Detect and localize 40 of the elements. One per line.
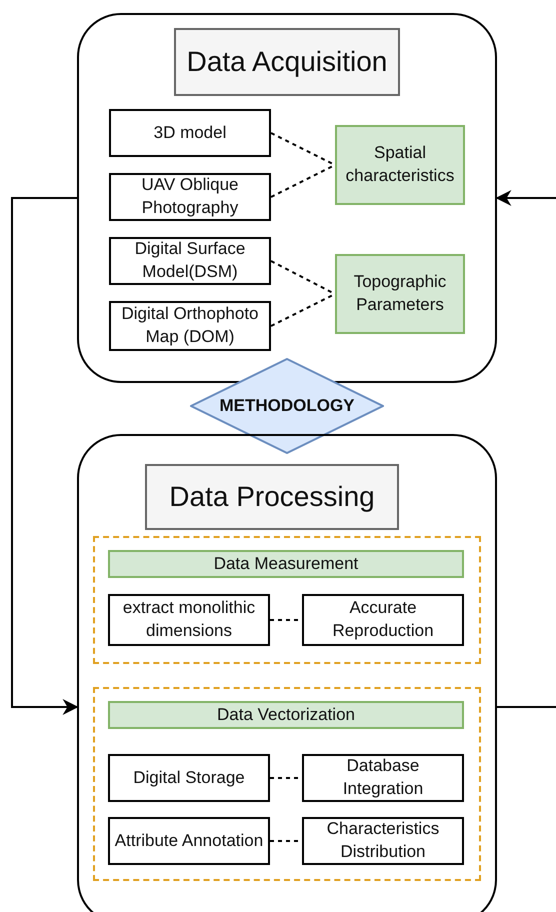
dashed-group xyxy=(93,536,481,664)
node-label: Data Acquisition xyxy=(186,45,388,80)
node-label: Digital Surface Model(DSM) xyxy=(134,238,246,283)
process-box xyxy=(108,754,270,802)
title-box xyxy=(174,28,400,96)
process-box xyxy=(302,754,464,802)
node-label: Attribute Annotation xyxy=(114,830,264,852)
node-label: Database Integration xyxy=(342,755,424,800)
node-label: Topographic Parameters xyxy=(352,271,448,316)
node-label: Spatial characteristics xyxy=(344,142,456,187)
rounded-panel xyxy=(77,13,497,383)
process-box xyxy=(109,173,271,221)
arrow xyxy=(495,190,556,708)
node-label: Digital Orthophoto Map (DOM) xyxy=(120,303,260,348)
node-label: Data Measurement xyxy=(212,552,360,575)
node-label: Data Vectorization xyxy=(216,704,356,726)
process-box xyxy=(108,594,270,646)
process-box xyxy=(109,237,271,285)
node-label: Characteristics Distribution xyxy=(326,818,440,863)
process-box xyxy=(109,301,271,351)
process-box xyxy=(302,817,464,865)
node-label: extract monolithic dimensions xyxy=(122,597,256,642)
node-label: Accurate Reproduction xyxy=(331,597,435,642)
section-header-bar xyxy=(108,550,464,578)
result-box xyxy=(335,254,465,334)
process-box xyxy=(109,109,271,157)
dashed-group xyxy=(93,687,481,881)
node-label: 3D model xyxy=(152,122,228,144)
section-header-bar xyxy=(108,701,464,729)
result-box xyxy=(335,125,465,205)
node-label: Data Processing xyxy=(168,480,376,514)
process-box xyxy=(108,817,270,865)
node-label: METHODOLOGY xyxy=(218,394,356,417)
rounded-panel xyxy=(77,434,497,912)
process-box xyxy=(302,594,464,646)
title-box xyxy=(145,464,399,530)
node-label: Digital Storage xyxy=(132,766,246,789)
node-label: UAV Oblique Photography xyxy=(140,174,240,219)
arrow xyxy=(11,197,79,715)
decision-diamond xyxy=(190,358,384,454)
